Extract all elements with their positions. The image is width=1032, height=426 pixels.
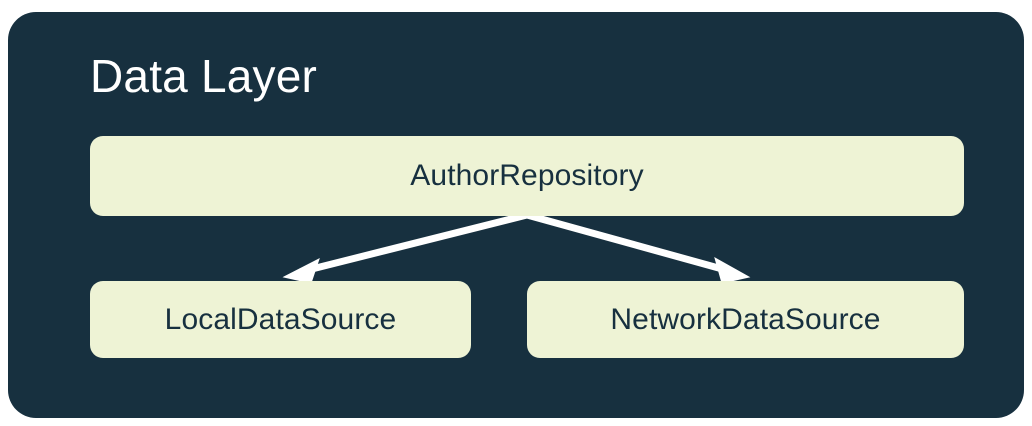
page-title: Data Layer bbox=[90, 50, 318, 102]
node-author-repository[interactable]: AuthorRepository bbox=[90, 136, 964, 216]
node-network-data-source[interactable]: NetworkDataSource bbox=[527, 281, 964, 358]
node-network-data-source-label: NetworkDataSource bbox=[610, 302, 881, 336]
node-local-data-source-label: LocalDataSource bbox=[164, 302, 397, 336]
node-author-repository-label: AuthorRepository bbox=[410, 159, 644, 192]
node-local-data-source[interactable]: LocalDataSource bbox=[90, 281, 471, 358]
